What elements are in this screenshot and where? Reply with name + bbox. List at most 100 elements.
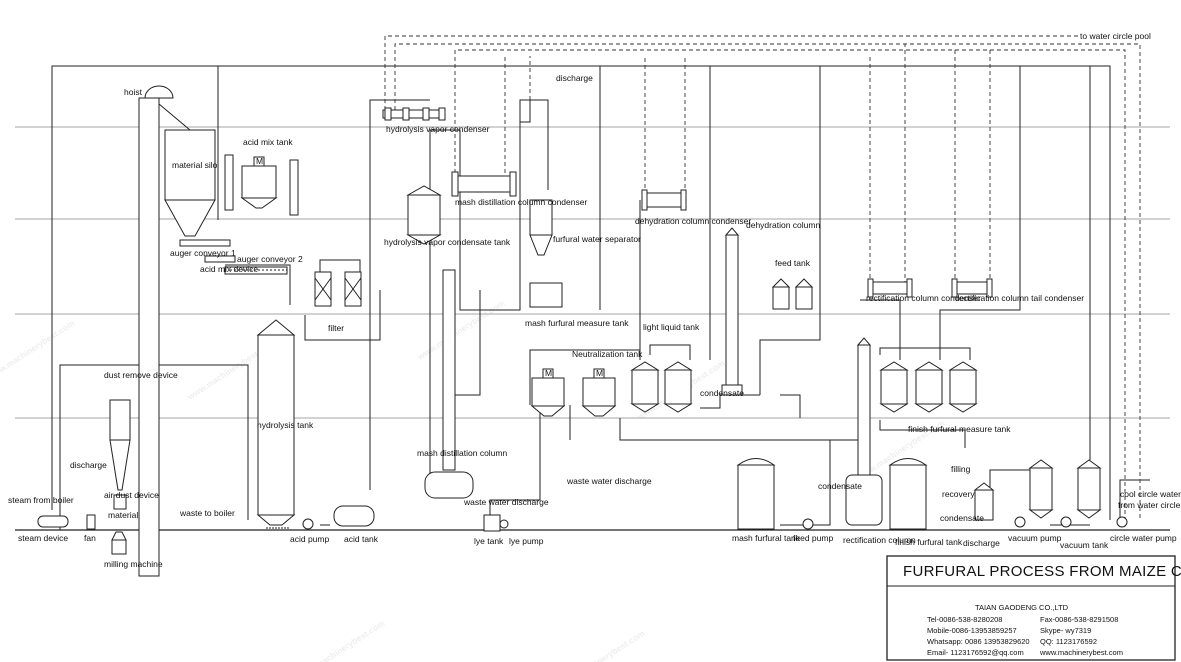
rectification-column [845, 337, 883, 526]
label-to-water-circle-pool: to water circle pool [1080, 31, 1151, 41]
label-condensate-1: condensate [700, 388, 744, 398]
contact-tel: Tel-0086-538-8280208 [927, 615, 1003, 624]
label-filling: filling [951, 464, 971, 474]
label-rectification-column: rectification column [843, 535, 916, 545]
label-dehydration-column: dehydration column [746, 220, 820, 230]
label-rectification-column-condenser: rectification column condenser [866, 293, 981, 303]
motor-symbol: M [256, 156, 263, 166]
finish-furfural-tank [888, 458, 928, 530]
label-recovery: recovery [942, 489, 975, 499]
watermark-text: www.machinerybest.com [0, 318, 77, 383]
label-waste-water-discharge-1: waste water discharge [566, 476, 652, 486]
hydrolysis-vapor-condenser [382, 107, 446, 121]
lye-tank [483, 514, 509, 532]
label-hydrolysis-tank: hydrolysis tank [257, 420, 314, 430]
feed-tanks [771, 278, 814, 310]
label-from-water-circle-pool: from water circle pool [1118, 500, 1181, 510]
mash-distillation-column [424, 269, 474, 499]
steam-device [37, 515, 69, 528]
label-cool-circle-water: cool circle water [1120, 489, 1181, 499]
finish-furfural-measure-tanks [879, 361, 978, 413]
contact-mobile: Mobile-0086-13953859257 [927, 626, 1017, 635]
label-air-dust-device: air dust device [104, 490, 159, 500]
label-rectification-column-tail-condenser: rectification column tail condenser [956, 293, 1084, 303]
contact-email: Email- 1123176592@qq.com [927, 648, 1024, 657]
label-circle-water-pump: circle water pump [1110, 533, 1177, 543]
label-hydrolysis-vapor-condensate-tank: hydrolysis vapor condensate tank [384, 237, 511, 247]
title-block [886, 555, 1176, 661]
milling-machine [111, 531, 127, 555]
company-name: TAIAN GAODENG CO.,LTD [975, 603, 1069, 612]
dehydration-column [721, 227, 743, 396]
label-waste-to-boiler: waste to boiler [179, 508, 235, 518]
cooling-water-lines [384, 35, 1141, 520]
label-discharge-bottom: discharge [963, 538, 1000, 548]
label-hoist: hoist [124, 87, 143, 97]
label-fan: fan [84, 533, 96, 543]
label-finish-furfural-measure-tank: finish furfural measure tank [908, 424, 1011, 434]
label-steam-device: steam device [18, 533, 68, 543]
label-mash-furfural-tank: mash furfural tank [732, 533, 801, 543]
acid-mix-tank: M [224, 154, 299, 216]
mash-furfural-measure-tank [529, 282, 563, 308]
label-acid-pump: acid pump [290, 534, 329, 544]
hoist [138, 85, 191, 577]
label-lye-pump: lye pump [509, 536, 544, 546]
label-discharge-left: discharge [70, 460, 107, 470]
watermark-text: www.machinerybest.com [555, 628, 647, 662]
label-acid-tank: acid tank [344, 534, 379, 544]
mash-furfural-tank [736, 458, 814, 530]
label-vacuum-pump: vacuum pump [1008, 533, 1062, 543]
hydrolysis-tank [256, 319, 296, 529]
filters [314, 271, 362, 307]
label-condensate-3: condensate [940, 513, 984, 523]
diagram-title: FURFURAL PROCESS FROM MAIZE COB [903, 563, 1181, 580]
contact-whatsapp: Whatsapp: 0086 13953829620 [927, 637, 1030, 646]
watermark-text: www.machinerybest.com [295, 618, 387, 662]
label-feed-tank: feed tank [775, 258, 811, 268]
watermark-text: www.machinerybest.com [415, 298, 507, 363]
label-waste-water-discharge-2: waste water discharge [463, 497, 549, 507]
contact-skype: Skype- wy7319 [1040, 626, 1092, 635]
recovery-tank [973, 482, 995, 521]
label-material-silo: material silo [172, 160, 218, 170]
motor-symbol: M [596, 368, 603, 378]
label-mash-distillation-column: mash distillation column [417, 448, 508, 458]
label-discharge-top: discharge [556, 73, 593, 83]
label-milling-machine: milling machine [104, 559, 163, 569]
dehydration-column-condenser [641, 189, 687, 211]
label-furfural-water-separator: furfural water separator [553, 234, 641, 244]
motor-symbol: M [545, 368, 552, 378]
label-finish-furfural-tank: finish furfural tank [895, 537, 963, 547]
light-liquid-tanks [630, 361, 693, 413]
label-feed-pump: feed pump [793, 533, 833, 543]
label-mash-furfural-measure-tank: mash furfural measure tank [525, 318, 629, 328]
hydrolysis-vapor-condensate-tank [406, 185, 442, 245]
mash-distillation-column-condenser [451, 171, 517, 197]
auger-conveyors [179, 239, 288, 275]
contact-fax: Fax-0086-538-8291508 [1040, 615, 1119, 624]
label-steam-from-boiler: steam from boiler [8, 495, 74, 505]
label-lye-tank: lye tank [474, 536, 504, 546]
acid-tank [302, 505, 375, 530]
label-light-liquid-tank: light liquid tank [643, 322, 700, 332]
rectification-column-tail-condenser [951, 278, 993, 298]
label-dehydration-column-condenser: dehydration column condenser [635, 216, 751, 226]
label-dust-remove-device: dust remove device [104, 370, 178, 380]
label-auger-conveyor-1: auger conveyor 1 [170, 248, 236, 258]
material-silo [164, 129, 216, 237]
contact-website[interactable]: www.machinerybest.com [1040, 648, 1123, 657]
neutralization-tanks: M M [530, 368, 617, 417]
label-acid-mix-device: acid mix device [200, 264, 258, 274]
label-acid-mix-tank: acid mix tank [243, 137, 293, 147]
label-vacuum-tank: vacuum tank [1060, 540, 1109, 550]
label-mash-distillation-column-condenser: mash distillation column condenser [455, 197, 587, 207]
furfural-water-separator [519, 99, 553, 256]
label-condensate-2: condensate [818, 481, 862, 491]
label-hydrolysis-vapor-condenser: hydrolysis vapor condenser [386, 124, 490, 134]
vacuum-tanks [1014, 459, 1128, 528]
rectification-column-condenser [867, 278, 913, 298]
floor-lines [15, 126, 1170, 531]
labels: to water circle pool discharge hoist hyd… [8, 31, 1181, 569]
